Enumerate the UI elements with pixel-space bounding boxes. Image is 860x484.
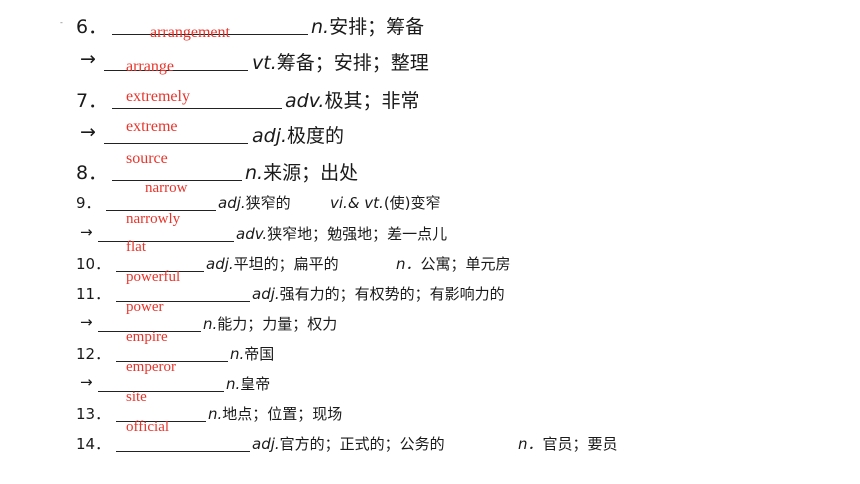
arrow-mark: → (80, 313, 93, 331)
part-of-speech: adj. (252, 435, 280, 453)
answer-blank (98, 241, 234, 242)
answer-text: narrowly (126, 211, 181, 227)
definition: n.安排；筹备 (311, 12, 424, 39)
part-of-speech: n. (245, 162, 264, 184)
answer-blank (104, 70, 248, 71)
definition: adj.极度的 (252, 121, 344, 148)
definition: adv.极其；非常 (285, 86, 419, 113)
part-of-speech: n． (396, 255, 421, 273)
answer-blank (112, 108, 282, 109)
definition: adj.狭窄的 (218, 192, 291, 213)
answer-text: official (126, 419, 170, 435)
arrow-mark: → (80, 121, 96, 143)
meaning: 公寓；单元房 (420, 255, 511, 273)
decor-mark: - (60, 18, 63, 27)
answer-text: power (126, 299, 164, 315)
definition-secondary: n．官员；要员 (518, 433, 618, 454)
part-of-speech: n. (230, 345, 245, 363)
answer-text: site (126, 389, 147, 405)
meaning: (使)变窄 (383, 194, 441, 212)
answer-blank (116, 451, 250, 452)
answer-text: powerful (126, 269, 181, 285)
item-number: 11． (76, 285, 111, 303)
definition-secondary: n．公寓；单元房 (396, 253, 511, 274)
definition: adv.狭窄地；勉强地；差一点儿 (236, 223, 447, 244)
definition: n.地点；位置；现场 (208, 403, 342, 424)
answer-text: arrangement (150, 24, 230, 41)
answer-blank (112, 34, 308, 35)
meaning: 平坦的；扁平的 (233, 255, 339, 273)
part-of-speech: adv. (236, 225, 268, 243)
item-number: 8． (76, 162, 108, 184)
meaning: 能力；力量；权力 (217, 315, 338, 333)
part-of-speech: n. (208, 405, 223, 423)
answer-text: extremely (126, 88, 190, 105)
definition: adj.官方的；正式的；公务的 (252, 433, 445, 454)
item-number: 7． (76, 90, 108, 112)
answer-text: empire (126, 329, 168, 345)
item-number: 13． (76, 405, 111, 423)
part-of-speech: adj. (218, 194, 246, 212)
part-of-speech: vi.& vt. (330, 194, 384, 212)
part-of-speech: adv. (285, 90, 325, 112)
meaning: 筹备；安排；整理 (276, 52, 429, 74)
answer-text: arrange (126, 58, 174, 75)
answer-text: narrow (145, 180, 188, 196)
definition: adj.强有力的；有权势的；有影响力的 (252, 283, 505, 304)
answer-text: source (126, 150, 168, 167)
meaning: 帝国 (244, 345, 275, 363)
arrow-mark: → (80, 48, 96, 70)
definition: n.能力；力量；权力 (203, 313, 337, 334)
part-of-speech: adj. (206, 255, 234, 273)
answer-blank (98, 331, 201, 332)
item-number: 12． (76, 345, 111, 363)
item-number: 6． (76, 16, 108, 38)
meaning: 官方的；正式的；公务的 (279, 435, 445, 453)
part-of-speech: adj. (252, 125, 288, 147)
part-of-speech: n. (226, 375, 241, 393)
definition: n.皇帝 (226, 373, 270, 394)
definition: adj.平坦的；扁平的 (206, 253, 339, 274)
answer-blank (116, 271, 204, 272)
part-of-speech: n. (203, 315, 218, 333)
answer-blank (98, 391, 224, 392)
part-of-speech: adj. (252, 285, 280, 303)
answer-blank (116, 361, 228, 362)
answer-text: emperor (126, 359, 176, 375)
meaning: 官员；要员 (542, 435, 618, 453)
meaning: 皇帝 (240, 375, 271, 393)
definition: n.来源；出处 (245, 158, 358, 185)
answer-blank (112, 180, 242, 181)
item-number: 10． (76, 255, 111, 273)
meaning: 来源；出处 (263, 162, 359, 184)
meaning: 狭窄地；勉强地；差一点儿 (267, 225, 448, 243)
answer-blank (106, 210, 216, 211)
arrow-mark: → (80, 373, 93, 391)
part-of-speech: n． (518, 435, 543, 453)
item-number: 14． (76, 435, 111, 453)
meaning: 安排；筹备 (329, 16, 425, 38)
arrow-mark: → (80, 223, 93, 241)
definition: vt.筹备；安排；整理 (252, 48, 429, 75)
item-number: 9． (76, 194, 101, 212)
answer-blank (116, 421, 206, 422)
answer-text: extreme (126, 118, 178, 135)
definition-secondary: vi.& vt.(使)变窄 (330, 192, 441, 213)
meaning: 强有力的；有权势的；有影响力的 (279, 285, 505, 303)
meaning: 地点；位置；现场 (222, 405, 343, 423)
definition: n.帝国 (230, 343, 274, 364)
answer-blank (116, 301, 250, 302)
answer-text: flat (126, 239, 146, 255)
meaning: 狭窄的 (245, 194, 291, 212)
part-of-speech: n. (311, 16, 330, 38)
part-of-speech: vt. (252, 52, 277, 74)
meaning: 极度的 (287, 125, 345, 147)
answer-blank (104, 143, 248, 144)
meaning: 极其；非常 (324, 90, 420, 112)
